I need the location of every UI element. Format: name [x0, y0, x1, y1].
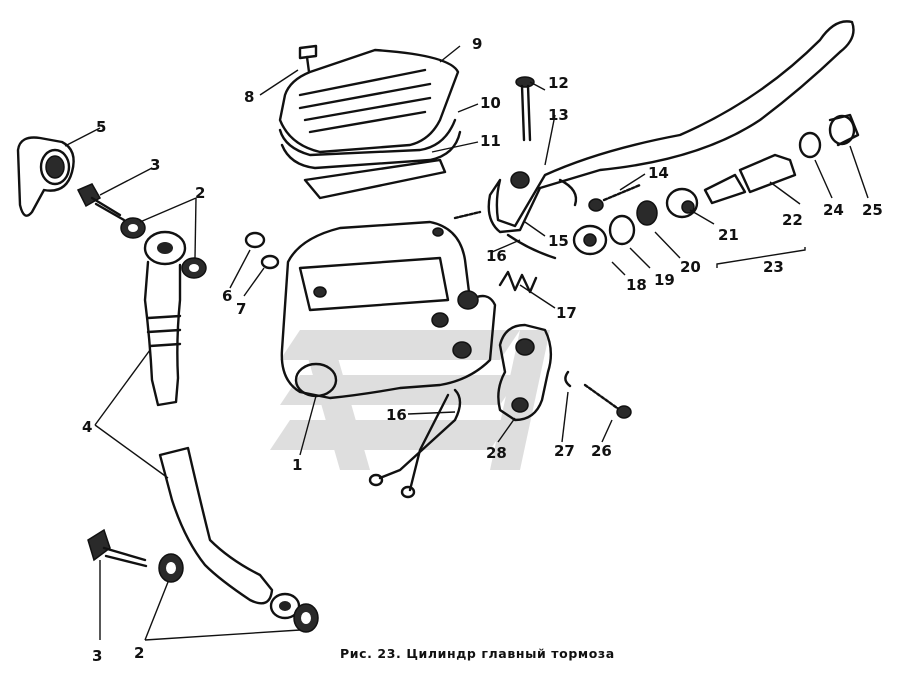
figure-caption: Рис. 23. Цилиндр главный тормоза — [340, 646, 615, 661]
callout-23: 23 — [763, 258, 784, 276]
washer-part — [120, 217, 207, 279]
callout-labels: 1 2 2 3 3 4 5 6 7 8 9 10 11 12 13 14 15 … — [82, 35, 883, 665]
callout-25: 25 — [862, 201, 883, 219]
callout-6: 6 — [222, 287, 232, 305]
callout-8: 8 — [244, 88, 254, 106]
brake-lever-part — [487, 20, 855, 234]
callout-14: 14 — [648, 164, 669, 182]
banjo-fitting-part — [16, 136, 75, 217]
clamp-part — [497, 323, 632, 422]
callout-27: 27 — [554, 442, 575, 460]
banjo-bolt-lower-part — [87, 528, 319, 633]
callout-10: 10 — [480, 94, 501, 112]
callout-24: 24 — [823, 201, 844, 219]
callout-18: 18 — [626, 276, 647, 294]
callout-17: 17 — [556, 304, 577, 322]
piston-assembly-part — [572, 153, 797, 256]
callout-19: 19 — [654, 271, 675, 289]
sealing-rings-part — [244, 231, 280, 270]
leader-lines — [64, 45, 869, 641]
banjo-bolt-part — [76, 183, 126, 222]
dust-boot-part — [798, 113, 860, 159]
callout-16-lower: 16 — [386, 406, 407, 424]
callout-5: 5 — [96, 118, 106, 136]
callout-1: 1 — [292, 456, 302, 474]
reservoir-cover-part — [278, 44, 462, 200]
callout-28: 28 — [486, 444, 507, 462]
callout-13: 13 — [548, 106, 569, 124]
callout-9: 9 — [472, 35, 482, 53]
adjuster-screw-part — [453, 183, 642, 260]
callout-11: 11 — [480, 132, 501, 150]
callout-16-upper: 16 — [486, 247, 507, 265]
cylinder-body-part — [280, 220, 497, 400]
logo-watermark — [270, 330, 550, 470]
callout-2-bottom: 2 — [134, 644, 144, 662]
callout-4: 4 — [82, 418, 92, 436]
return-spring-part — [498, 270, 538, 294]
callout-26: 26 — [591, 442, 612, 460]
callout-22: 22 — [782, 211, 803, 229]
callout-12: 12 — [548, 74, 569, 92]
callout-2-top: 2 — [195, 184, 205, 202]
callout-21: 21 — [718, 226, 739, 244]
callout-3-top: 3 — [150, 156, 160, 174]
callout-7: 7 — [236, 300, 246, 318]
callout-3-bottom: 3 — [92, 647, 102, 665]
callout-15: 15 — [548, 232, 569, 250]
callout-20: 20 — [680, 258, 701, 276]
